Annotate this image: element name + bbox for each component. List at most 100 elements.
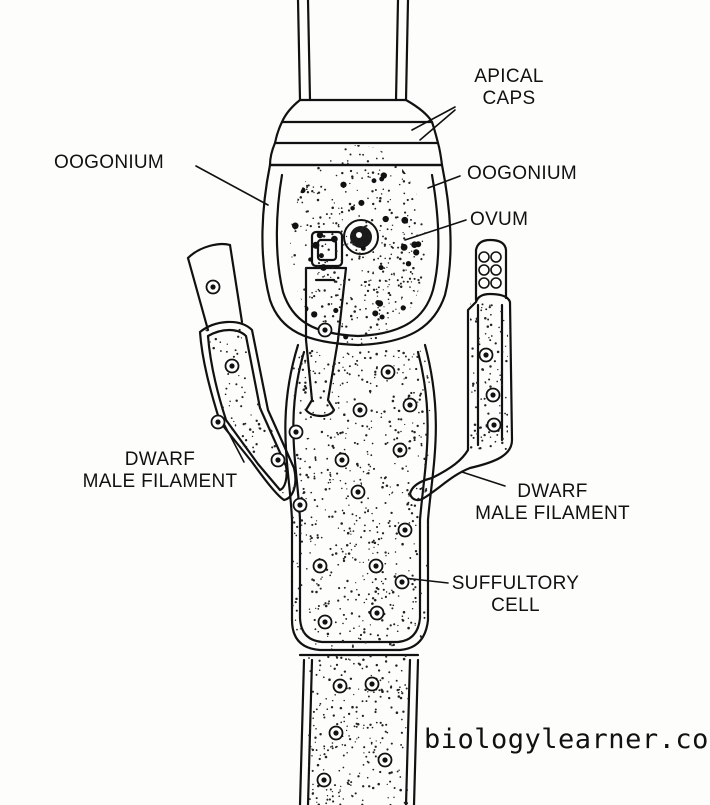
stipple-dot	[415, 179, 417, 181]
stipple-dot	[399, 258, 402, 261]
stipple-dot	[380, 477, 382, 479]
stipple-dot	[327, 749, 329, 751]
stipple-dot	[364, 524, 366, 526]
stipple-dot	[414, 647, 416, 649]
stipple-dot	[357, 144, 359, 146]
stipple-dot	[333, 145, 334, 146]
stipple-dot	[412, 422, 413, 423]
stipple-dot	[316, 802, 317, 803]
stipple-dot	[370, 633, 372, 635]
stipple-dot	[413, 588, 415, 590]
stipple-dot	[395, 551, 397, 553]
stipple-dot	[410, 504, 412, 506]
stipple-dot	[414, 209, 416, 211]
stipple-dot	[402, 179, 403, 180]
stipple-dot	[389, 279, 391, 281]
apical-caps-label: APICAL CAPS	[454, 66, 564, 110]
stipple-dot	[326, 261, 328, 263]
stipple-dot	[311, 516, 313, 518]
stipple-dot	[414, 278, 416, 280]
stipple-dot	[476, 318, 479, 321]
stipple-dot	[330, 571, 332, 573]
stipple-dot	[300, 329, 302, 331]
stipple-dot	[405, 466, 406, 467]
stipple-dot	[212, 446, 214, 448]
stipple-dot	[267, 352, 270, 355]
stipple-dot	[292, 189, 294, 191]
stipple-dot	[361, 378, 363, 380]
stipple-dot	[408, 493, 410, 495]
stipple-dot	[405, 356, 407, 358]
stipple-dot	[417, 379, 419, 381]
stipple-dot	[356, 718, 357, 719]
stipple-dot	[318, 660, 320, 662]
stipple-dot	[384, 237, 387, 240]
stipple-dot	[421, 487, 423, 489]
stipple-dot	[349, 773, 350, 774]
stipple-dot	[389, 593, 391, 595]
stipple-dot	[381, 597, 383, 599]
stipple-dot	[338, 528, 339, 529]
stipple-dot	[471, 355, 473, 357]
stipple-dot	[414, 222, 416, 224]
stipple-dot	[415, 181, 418, 184]
stipple-dot	[298, 382, 300, 384]
stipple-dot	[266, 343, 268, 345]
stipple-dot	[350, 241, 353, 244]
stipple-dot	[212, 347, 215, 350]
stipple-dot	[376, 411, 378, 413]
nucleus	[399, 524, 412, 537]
stipple-dot	[329, 548, 331, 550]
oil-globule	[340, 182, 346, 188]
stipple-dot	[409, 286, 411, 288]
stipple-dot	[396, 563, 398, 565]
stipple-dot	[328, 249, 330, 251]
stipple-dot	[423, 317, 424, 318]
stipple-dot	[392, 400, 395, 403]
stipple-dot	[293, 264, 295, 266]
stipple-dot	[505, 397, 507, 399]
stipple-dot	[257, 403, 259, 405]
stipple-dot	[350, 315, 353, 318]
stipple-dot	[304, 381, 306, 383]
stipple-dot	[350, 678, 352, 680]
stipple-dot	[343, 754, 345, 756]
stipple-dot	[344, 449, 346, 451]
stipple-dot	[393, 438, 395, 440]
stipple-dot	[368, 428, 370, 430]
stipple-dot	[413, 313, 416, 316]
stipple-dot	[470, 434, 472, 436]
stipple-dot	[407, 215, 408, 216]
oil-globule	[372, 178, 377, 183]
stipple-dot	[388, 298, 390, 300]
stipple-dot	[355, 544, 357, 546]
stipple-dot	[317, 584, 319, 586]
stipple-dot	[484, 404, 486, 406]
stipple-dot	[490, 445, 492, 447]
stipple-dot	[399, 686, 401, 688]
stipple-dot	[498, 327, 500, 329]
stipple-dot	[386, 329, 387, 330]
stipple-dot	[348, 279, 350, 281]
stipple-dot	[316, 708, 318, 710]
stipple-dot	[267, 343, 269, 345]
stipple-dot	[388, 553, 389, 554]
stipple-dot	[304, 461, 306, 463]
stipple-dot	[345, 438, 346, 439]
stipple-dot	[366, 381, 368, 383]
stipple-dot	[305, 267, 307, 269]
stipple-dot	[309, 352, 312, 355]
stipple-dot	[304, 385, 307, 388]
stipple-dot	[294, 341, 296, 343]
stipple-dot	[376, 587, 378, 589]
stipple-dot	[400, 285, 403, 288]
stipple-dot	[364, 169, 366, 171]
stipple-dot	[343, 234, 345, 236]
dwarf-right-line2: MALE FILAMENT	[455, 503, 650, 525]
stipple-dot	[416, 553, 418, 555]
nucleus	[294, 499, 307, 512]
stipple-dot	[471, 391, 472, 392]
stipple-dot	[379, 200, 382, 203]
stipple-dot	[414, 579, 416, 581]
stipple-dot	[345, 658, 347, 660]
